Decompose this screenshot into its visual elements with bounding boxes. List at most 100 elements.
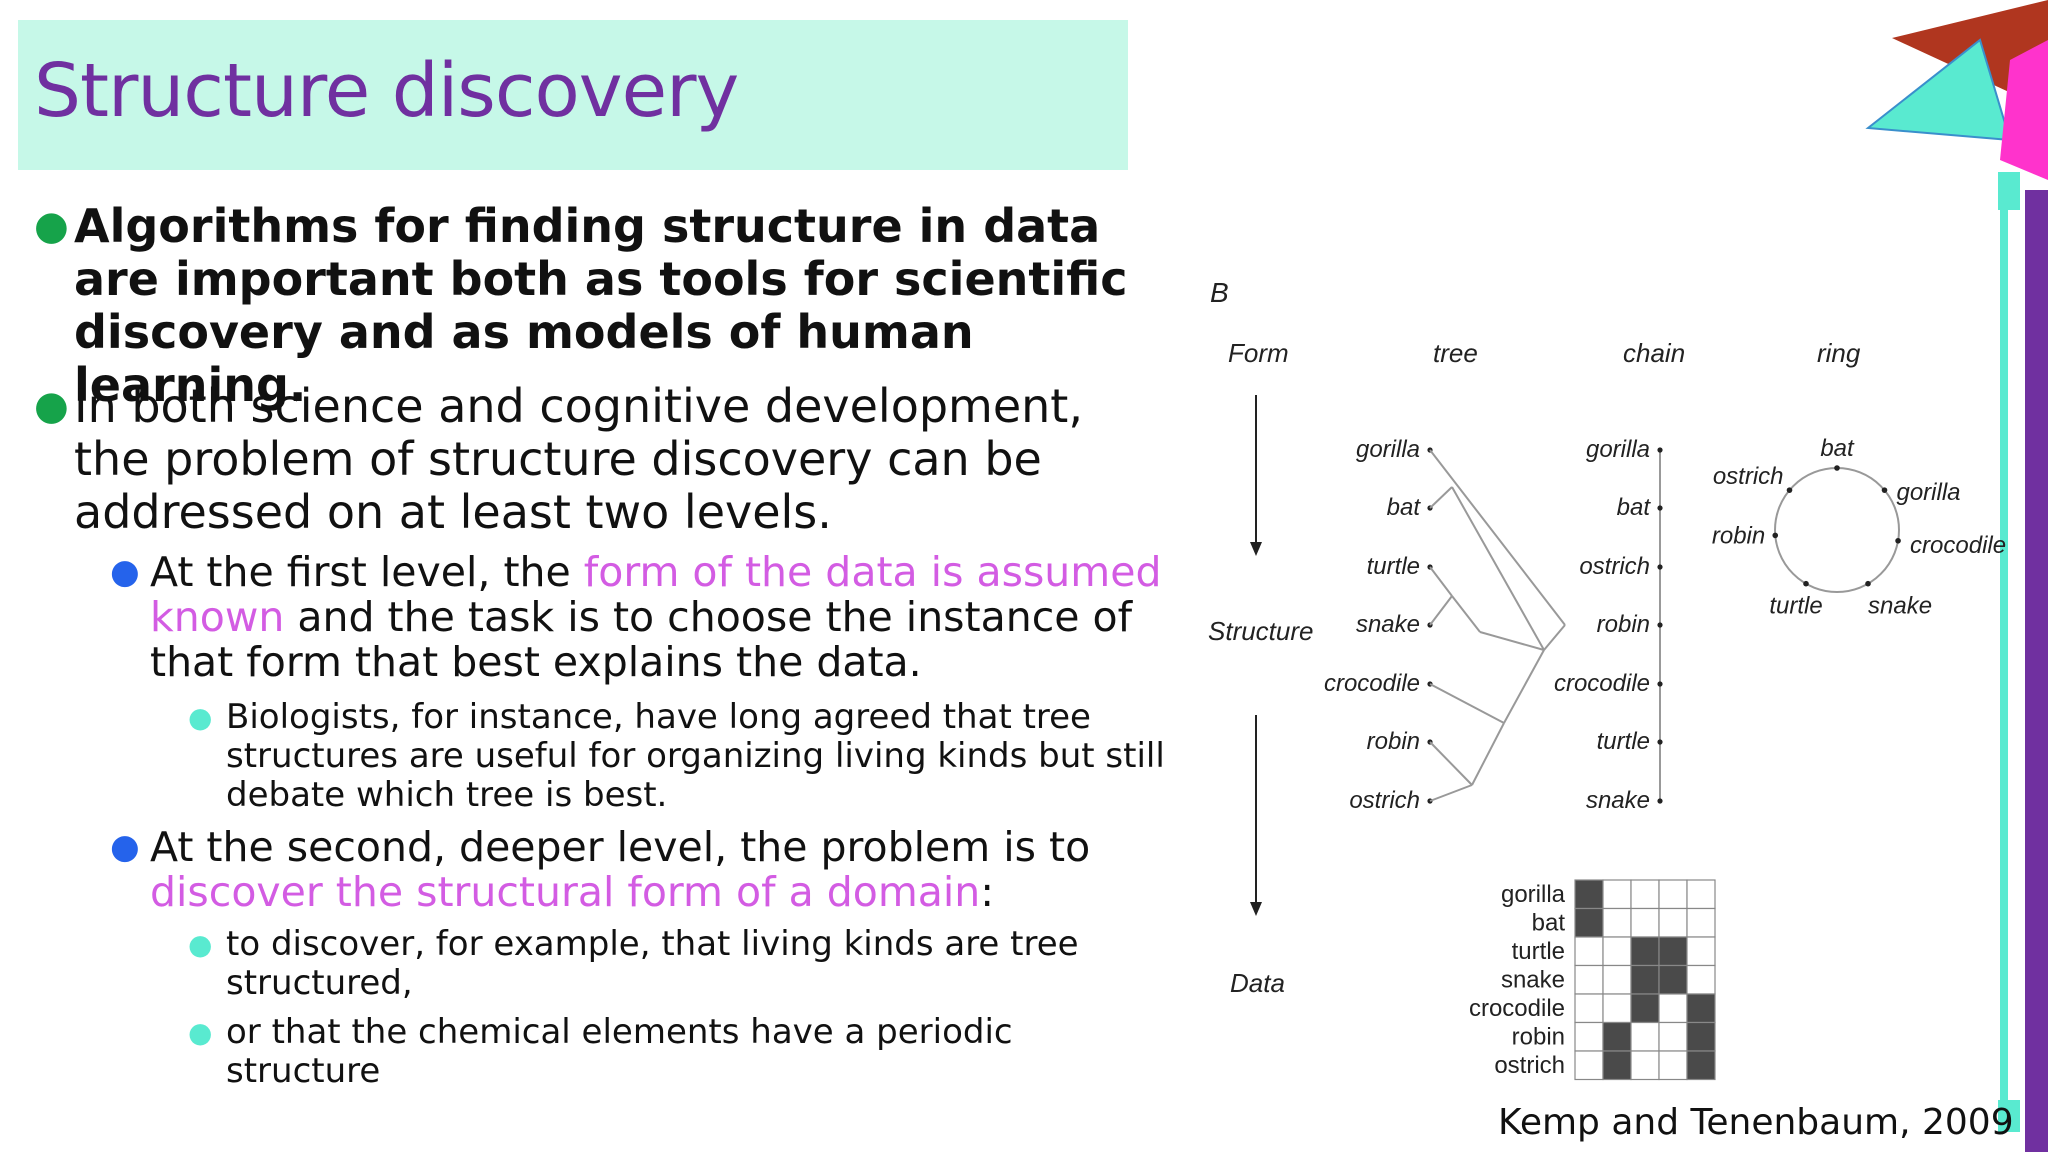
bullet-dot-icon: ● <box>188 701 213 734</box>
matrix-cell-empty <box>1658 1021 1688 1052</box>
tree-branch <box>1429 784 1473 802</box>
tree-branch <box>1503 649 1545 724</box>
side-bar-teal <box>2000 172 2008 1132</box>
chain-node <box>1657 798 1663 804</box>
arrow-form-structure <box>1250 395 1262 556</box>
side-bar-teal-cap <box>1998 172 2020 210</box>
chain-node <box>1657 739 1663 745</box>
matrix-cell-filled <box>1686 1021 1716 1052</box>
bullet-first-level: ● At the first level, the form of the da… <box>110 548 1162 686</box>
bullet-dot-icon: ● <box>110 827 140 867</box>
matrix-cell-empty <box>1658 993 1688 1024</box>
chain-node <box>1657 622 1663 628</box>
matrix-cell-filled <box>1574 907 1604 938</box>
side-bar-teal-base <box>1998 1100 2020 1132</box>
data-matrix: gorillabatturtlesnakecrocodilerobinostri… <box>1469 879 1716 1081</box>
level-form: Form <box>1228 338 1289 368</box>
matrix-cell-empty <box>1602 964 1632 995</box>
ring-label: gorilla <box>1896 479 1960 506</box>
form-tree: tree <box>1433 338 1478 368</box>
ring-node <box>1881 487 1888 493</box>
bullet-second-level: ● At the second, deeper level, the probl… <box>110 823 1091 916</box>
matrix-cell-filled <box>1602 1050 1632 1081</box>
chain-label: gorilla <box>1586 436 1650 463</box>
tree-branch <box>1429 566 1453 597</box>
matrix-cell-filled <box>1630 964 1660 995</box>
tree-leaf-label: crocodile <box>1324 670 1420 697</box>
matrix-cell-empty <box>1602 879 1632 910</box>
matrix-cell-filled <box>1686 993 1716 1024</box>
ring-node <box>1786 487 1793 493</box>
chain-label: ostrich <box>1579 553 1650 580</box>
matrix-cell-empty <box>1686 964 1716 995</box>
tree-branch <box>1451 595 1481 633</box>
tree-branch <box>1543 624 1566 651</box>
tree-leaf-label: gorilla <box>1356 436 1420 463</box>
panel-label: B <box>1210 277 1229 308</box>
matrix-cell-empty <box>1686 936 1716 967</box>
bullet-science: ● In both science and cognitive developm… <box>34 379 1083 539</box>
ring-circle <box>1774 467 1900 593</box>
ring-label: snake <box>1868 593 1932 620</box>
chain-label: crocodile <box>1554 670 1650 697</box>
tree-structure: gorillabatturtlesnakecrocodilerobinostri… <box>1324 436 1566 814</box>
chain-structure: gorillabatostrichrobincrocodileturtlesna… <box>1554 436 1663 814</box>
ring-node <box>1895 537 1901 544</box>
chain-label: turtle <box>1597 728 1650 755</box>
matrix-cell-empty <box>1658 879 1688 910</box>
bullet-dot-icon: ● <box>188 1016 213 1049</box>
bullet-algorithms: ● Algorithms for finding structure in da… <box>34 199 1128 412</box>
matrix-row-label: ostrich <box>1494 1052 1565 1079</box>
ring-node <box>1803 580 1809 587</box>
matrix-cell-filled <box>1658 936 1688 967</box>
corner-decoration <box>1865 0 2048 180</box>
matrix-cell-filled <box>1630 993 1660 1024</box>
matrix-cell-filled <box>1574 879 1604 910</box>
tree-branch <box>1429 449 1566 626</box>
chain-node <box>1657 447 1663 453</box>
tree-branch <box>1429 486 1453 509</box>
matrix-cell-empty <box>1574 936 1604 967</box>
matrix-cell-empty <box>1574 993 1604 1024</box>
matrix-cell-empty <box>1630 1050 1660 1081</box>
ring-label: ostrich <box>1713 463 1784 490</box>
matrix-cell-empty <box>1686 879 1716 910</box>
level-structure: Structure <box>1208 616 1314 646</box>
bullet-dot-icon: ● <box>34 203 69 249</box>
chain-label: bat <box>1617 494 1652 521</box>
matrix-cell-empty <box>1602 993 1632 1024</box>
chain-node <box>1657 681 1663 687</box>
matrix-cell-filled <box>1630 936 1660 967</box>
bullet-dot-icon: ● <box>34 383 69 429</box>
title-band <box>18 20 1128 170</box>
matrix-row-label: crocodile <box>1469 995 1565 1022</box>
matrix-cell-empty <box>1574 1050 1604 1081</box>
ring-label: crocodile <box>1910 532 2006 559</box>
tree-branch <box>1429 741 1473 786</box>
chain-node <box>1657 505 1663 511</box>
highlight-structural-form: discover the structural form of a domain <box>150 868 981 916</box>
arrow-structure-data <box>1250 715 1262 916</box>
bullet-chemical: ● or that the chemical elements have a p… <box>188 1012 1013 1091</box>
tree-branch <box>1429 595 1453 626</box>
matrix-cell-empty <box>1630 907 1660 938</box>
tree-leaf-label: snake <box>1356 611 1420 638</box>
matrix-cell-filled <box>1686 1050 1716 1081</box>
structure-figure: B Form Structure Data tree chain ring go… <box>1190 250 2010 1110</box>
matrix-cell-empty <box>1630 1021 1660 1052</box>
highlight-form-known: form of the data is assumed known <box>150 548 1162 641</box>
matrix-row-label: bat <box>1532 910 1566 937</box>
matrix-cell-empty <box>1602 936 1632 967</box>
bullet-dot-icon: ● <box>188 928 213 961</box>
side-bar-purple <box>2025 190 2048 1152</box>
matrix-cell-filled <box>1602 1021 1632 1052</box>
matrix-row-label: gorilla <box>1501 881 1566 908</box>
ring-node <box>1865 580 1871 587</box>
matrix-cell-empty <box>1602 907 1632 938</box>
matrix-cell-empty <box>1686 907 1716 938</box>
bullet-biologists: ● Biologists, for instance, have long ag… <box>188 697 1165 815</box>
tree-leaf-label: ostrich <box>1349 787 1420 814</box>
matrix-row-label: snake <box>1501 967 1565 994</box>
matrix-cell-filled <box>1658 964 1688 995</box>
tree-branch <box>1451 486 1545 651</box>
